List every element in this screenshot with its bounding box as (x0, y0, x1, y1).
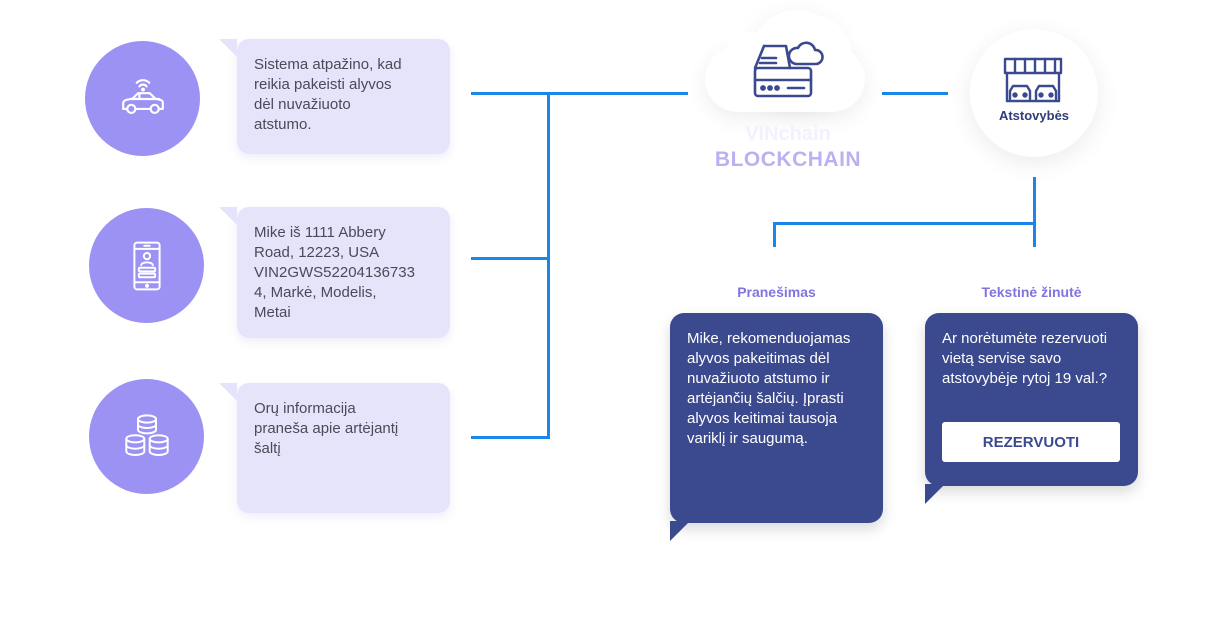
car-source-circle (85, 41, 200, 156)
blockchain-label: BLOCKCHAIN (714, 148, 862, 171)
phone-source-circle (89, 208, 204, 323)
reserve-button[interactable]: REZERVUOTI (942, 422, 1120, 462)
dealer-label: Atstovybės (998, 108, 1070, 123)
coins-icon (124, 413, 169, 456)
source-bubble-1: Sistema atpažino, kad reikia pakeisti al… (219, 39, 450, 154)
sms-text: Ar norėtumėte rezervuoti vietą servise s… (942, 330, 1108, 387)
sms-card-tail (925, 484, 945, 504)
cloud-server-icon (753, 41, 824, 98)
connector-line-vertical (547, 92, 550, 439)
notification-text: Mike, rekomenduojamas alyvos pakeitimas … (687, 330, 851, 447)
connector-line-bottom (471, 436, 549, 439)
phone-profile-icon (132, 241, 161, 290)
notification-card-tail (670, 521, 690, 541)
sms-card: Ar norėtumėte rezervuoti vietą servise s… (925, 313, 1138, 486)
source-text-2: Mike iš 1111 Abbery Road, 12223, USA VIN… (254, 224, 415, 321)
notification-heading: Pranešimas (737, 284, 816, 300)
connector-line-top (471, 92, 688, 95)
connector-dealer-down (1033, 177, 1036, 247)
source-text-3: Orų informacija praneša apie artėjantį š… (254, 400, 399, 457)
connector-line-middle (471, 257, 549, 260)
source-bubble-3: Orų informacija praneša apie artėjantį š… (219, 383, 450, 513)
dealer-circle (970, 29, 1098, 157)
vinchain-ghost-label: VINchain (745, 123, 831, 145)
dealership-icon (1003, 57, 1063, 103)
connector-branch-left (773, 222, 776, 247)
sms-heading: Tekstinė žinutė (981, 284, 1082, 300)
source-text-1: Sistema atpažino, kad reikia pakeisti al… (254, 56, 402, 133)
coins-source-circle (89, 379, 204, 494)
connected-car-icon (121, 78, 164, 114)
connector-cloud-dealer (882, 92, 948, 95)
connector-branch (773, 222, 1036, 225)
notification-card: Mike, rekomenduojamas alyvos pakeitimas … (670, 313, 883, 523)
source-bubble-2: Mike iš 1111 Abbery Road, 12223, USA VIN… (219, 207, 450, 338)
